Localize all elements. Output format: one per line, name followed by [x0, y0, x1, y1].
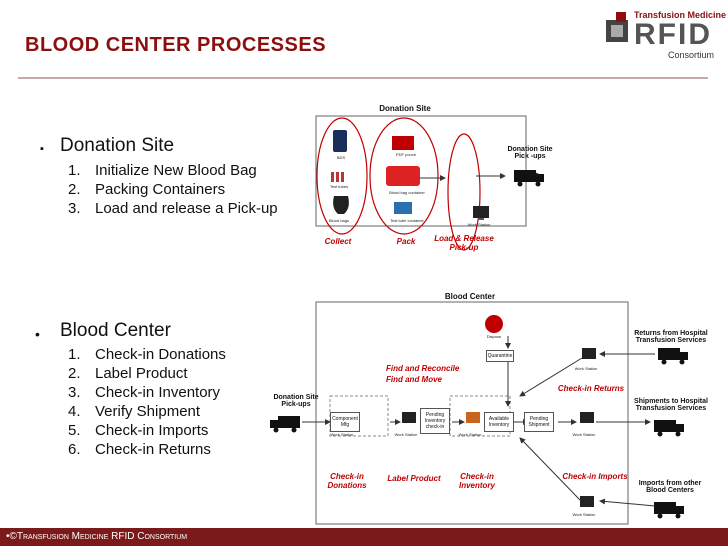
work-station-label: Work Station: [394, 432, 418, 437]
load-release-step-label: Load & Release Pick-up: [434, 234, 494, 252]
collect-step-label: Collect: [324, 237, 352, 246]
pack-step-label: Pack: [396, 237, 416, 246]
test-tube-container-icon: [394, 202, 412, 214]
returns-label: Returns from Hospital Transfusion Servic…: [634, 330, 708, 344]
logo-top-text: Transfusion Medicine: [634, 10, 727, 20]
logo-main-text: RFID: [634, 18, 712, 51]
work-station-label: Work Station: [330, 432, 354, 437]
work-station-icon: [580, 412, 594, 423]
quarantine-box: Quarantine: [486, 350, 514, 362]
pending-inventory-box: Pending Inventory check-in: [420, 408, 450, 434]
work-station-icon: [473, 206, 489, 218]
work-station-label: Work Station: [574, 366, 598, 371]
consortium-logo: Transfusion Medicine RFID Consortium: [604, 8, 726, 62]
list-item: 1.Initialize New Blood Bag: [68, 162, 257, 179]
work-station-icon: [402, 412, 416, 423]
truck-icon: [654, 502, 684, 519]
pdf-pouch-icon: [392, 136, 414, 150]
truck-icon: [658, 348, 688, 365]
truck-icon: [654, 420, 684, 437]
imports-label: Imports from other Blood Centers: [638, 480, 702, 494]
bullet-marker: ▪: [40, 143, 44, 155]
work-station-icon: [466, 412, 480, 423]
pdf-pouch-label: PDF pouch: [395, 152, 416, 157]
work-station-icon: [580, 496, 594, 507]
dispose-icon: [485, 315, 503, 333]
list-item: 2.Label Product: [68, 365, 188, 382]
work-station-label: Work Station: [572, 512, 596, 517]
donation-diagram-title: Donation Site: [379, 104, 431, 113]
available-inventory-box: Available Inventory: [484, 412, 514, 432]
title-divider: [18, 77, 708, 79]
component-mfg-box: Component Mfg: [330, 412, 360, 432]
donation-diagram-canvas: [315, 115, 544, 251]
checkin-donations-label: Check-in Donations: [327, 472, 367, 490]
donation-pickups-label: Donation Site Pick -ups: [507, 146, 553, 160]
footer-text: •©Transfusion Medicine RFID Consortium: [6, 531, 188, 542]
section-heading-donation: Donation Site: [60, 135, 175, 156]
test-tube-icon: [336, 172, 339, 182]
truck-icon: [514, 170, 544, 187]
collect-ellipse: [316, 117, 368, 235]
checkin-imports-label: Check-in Imports: [562, 472, 628, 481]
blood-bag-container-icon: [386, 166, 420, 186]
footer-bar: [0, 528, 728, 546]
section-heading-center: Blood Center: [60, 320, 171, 341]
truck-icon: [270, 416, 300, 433]
list-item: 2.Packing Containers: [68, 181, 226, 198]
test-tubes-label: Test tubes: [329, 184, 349, 189]
center-pickups-label: Donation Site Pick-ups: [273, 394, 319, 408]
list-item: 6.Check-in Returns: [68, 441, 211, 458]
pending-shipment-box: Pending Shipment: [524, 412, 554, 432]
list-item: 3.Load and release a Pick-up: [68, 200, 278, 217]
release-ellipse: [447, 133, 481, 251]
test-tube-icon: [341, 172, 344, 182]
rfid-logo-icon: [606, 12, 628, 42]
center-diagram-title: Blood Center: [444, 292, 496, 301]
test-tube-icon: [331, 172, 334, 182]
dispose-label: Dispose: [486, 334, 502, 339]
page-title: BLOOD CENTER PROCESSES: [25, 34, 327, 56]
blood-bags-label: Blood bags: [328, 218, 349, 223]
test-tube-container-label: Test tube container: [390, 218, 424, 223]
label-product-label: Label Product: [387, 474, 441, 483]
find-move-label: Find and Move: [386, 375, 442, 384]
find-reconcile-label: Find and Reconcile: [386, 364, 460, 373]
blood-bag-container-label: Blood bag container: [389, 190, 425, 195]
list-item: 4.Verify Shipment: [68, 403, 201, 420]
work-station-icon: [582, 348, 596, 359]
checkin-returns-label: Check-in Returns: [557, 384, 625, 393]
logo-sub-text: Consortium: [668, 50, 715, 60]
shipments-label: Shipments to Hospital Transfusion Servic…: [634, 398, 708, 412]
work-station-label: Work Station: [572, 432, 596, 437]
checkin-inventory-label: Check-in Inventory: [458, 472, 495, 490]
bds-device-icon: [333, 130, 347, 152]
bullet-marker: •: [35, 326, 40, 342]
blood-bag-icon: [333, 196, 349, 214]
center-diagram-canvas: [270, 301, 688, 525]
list-item: 3.Check-in Inventory: [68, 384, 221, 401]
list-item: 5.Check-in Imports: [68, 422, 209, 439]
work-station-label: Work Station: [458, 432, 482, 437]
bds-label: BDS: [336, 155, 346, 160]
pack-ellipse: [369, 117, 439, 235]
list-item: 1.Check-in Donations: [68, 346, 226, 363]
work-station-label: Work Station: [467, 222, 491, 227]
